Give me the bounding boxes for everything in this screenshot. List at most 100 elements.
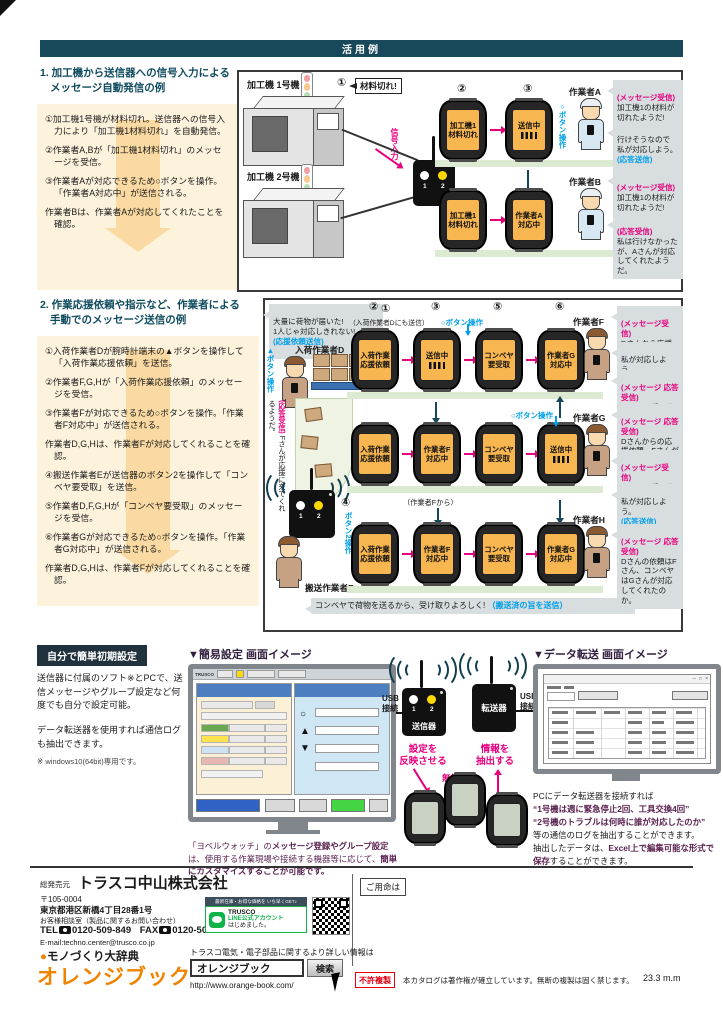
easy-setting-monitor: TRUSCO [188,664,396,822]
antenna-icon [420,660,423,688]
floor-strip [347,392,603,399]
step-number: ② [369,301,379,313]
watch-device: 加工機1 材料切れ [439,98,487,162]
flow-arrow [526,356,541,364]
data-transfer-screen: ─□× [538,669,716,769]
radio-waves-icon [265,470,295,506]
watch-device: 作業者F 対応中 [413,422,461,486]
watch-in-hand-icon [593,553,600,563]
orange-dot-icon: ● [40,951,47,963]
data-transfer-heading: ▼データ転送 画面イメージ [533,649,668,661]
step-number: ⑥ [555,301,565,313]
section2-steps-box: ①入荷作業者Dが腕時計端末の▲ボタンを操作して「入荷作業応援依頼」を送信。 ②作… [37,336,259,606]
window-titlebar: ─□× [544,675,710,684]
watch-device: 作業者F 対応中 [413,522,461,586]
extract-label: 情報を 抽出する [475,744,514,768]
machine2-label: 加工機 2号機 [247,172,300,182]
step-number: ③ [431,301,441,313]
reflect-label: 設定を 反映させる [399,744,447,768]
flow-down-arrow [434,508,442,526]
line-icon [209,911,225,928]
forwarder-label: 転送器 [481,703,507,713]
order-box: ご用命は [360,878,407,896]
worker-g-label: 作業者G [573,413,606,423]
transmitter-device: 1 2 送信器 [402,688,446,736]
worker-h-figure [581,526,611,578]
minimize-icon: ─ [692,676,697,682]
step-number: ② [457,83,467,95]
reflect-arrow [412,768,428,790]
step: 作業者D,G,Hは、作業者Fが対応してくれることを確認。 [45,562,251,586]
step-number: ④ [341,497,351,509]
flow-arrow-watermark [115,120,160,228]
speech-bubble: (メッセージ 応答受信)Dさんの依頼はFさん、コンベヤはGさんが対応してくれたの… [611,524,683,609]
step: 作業者D,G,Hは、作業者Fが対応してくれることを確認。 [45,438,251,462]
dictionary-logo: ●モノづくり大辞典 [40,951,139,963]
cable [340,194,420,219]
section2-title: 2. 作業応援依頼や指示など、作業者による 手動でのメッセージ送信の例 [40,299,240,326]
easy-setting-caption: 「ヨベルウォッチ」のメッセージ登録やグループ設定は、使用する作業現場や接続する機… [188,841,397,877]
worker-e-figure [273,536,303,588]
panel-header [197,684,291,697]
triangle-button-label: ▲ボタン操作 [266,346,275,393]
setup-paragraph: データ転送器を使用すれば通信ログも抽出できます。 [37,725,182,749]
antenna-icon [310,468,313,490]
signal-input-label: 信号入力 [390,128,399,160]
watch-device: コンベヤ 要受取 [475,422,523,486]
step: ⑤作業者D,F,G,Hが「コンベヤ要受取」のメッセージを受信。 [45,500,243,524]
easy-setting-heading: ▼簡易設定 画面イメージ [188,649,312,661]
mini-button-blue [196,799,260,812]
watch-device [486,792,528,848]
floor-strip [435,250,619,257]
worker-f-figure [581,328,611,380]
watch-device: 作業者A 対応中 [505,188,553,252]
vertical-divider [352,874,353,966]
flow-arrow [402,356,417,364]
button2-label: ボタン2操作 [344,512,353,554]
mini-button [299,799,327,812]
flow-arrow [464,450,479,458]
machine1-label: 加工機 1号機 [247,80,300,90]
speech-bubble: 行けそうなので 私が対応しよう。(応答送信) [607,122,683,178]
cyan-arrow [552,416,559,427]
floor-strip [347,586,603,593]
flow-down-arrow [432,402,440,424]
watch-buttons-glyphs: ○ ▲ ▼ [300,706,310,757]
watch-in-hand-icon [291,383,298,393]
watch-in-hand-icon [593,451,600,461]
log-table [548,707,706,759]
footer-divider [30,866,693,868]
step: 作業者Bは、作業者Aが対応してくれたことを確認。 [45,206,224,230]
button-2 [438,171,447,180]
step: ⑥作業者Gが対応できるため○ボタンを操作。「作業者G対応中」が送信される。 [45,531,246,555]
flow-arrow [402,550,417,558]
step-number: ⑤ [493,301,503,313]
flow-arrow-watermark [126,350,170,550]
watch-device: 入荷作業 応援依頼 [351,522,399,586]
setup-heading: 自分で簡単初期設定 [37,645,147,666]
flow-arrow [402,450,417,458]
flow-arrow [526,450,541,458]
from-worker-f-note: （作業者Fから） [403,498,458,507]
section1-diagram: 加工機 1号機 加工機 2号機 ① 材料切れ! 信号入力 1 2 ② ③ 加工機… [237,70,683,292]
watch-in-hand-icon [593,355,600,365]
search-input[interactable]: オレンジブック [190,959,304,977]
usb-cable [516,710,533,712]
watch-device: 作業者G 対応中 [537,522,585,586]
flow-up-arrow [556,396,564,418]
watch-device: 加工機1 材料切れ [439,188,487,252]
url-link[interactable]: http://www.orange-book.com/ [190,981,294,990]
worker-h-label: 作業者H [573,515,605,525]
data-transfer-caption: PCにデータ転送器を接続すれば “1号機は週に緊急停止2回、工具交換4回” “2… [533,791,715,867]
watch-device [404,790,446,846]
watch-in-hand-icon [587,125,594,135]
zip-code: 〒105-0004 [40,895,82,904]
step: ④搬送作業者Eが送信器のボタン2を操作して「コンベヤ要受取」を送信。 [45,469,249,493]
crate-icon [304,406,323,423]
usb-label-left: USB 接続 [382,694,399,713]
freedial-icon [159,925,172,934]
alert-bubble: 材料切れ! [349,78,402,94]
search-button[interactable]: 検索 [307,959,343,977]
flow-arrow [490,216,507,224]
